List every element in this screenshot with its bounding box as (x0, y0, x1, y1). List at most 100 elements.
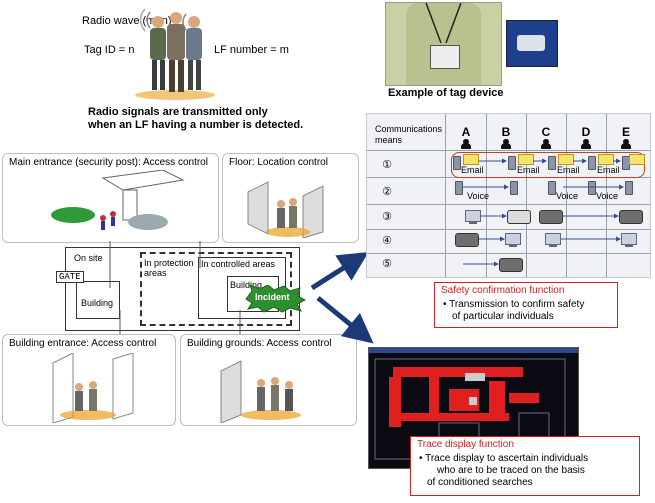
building-entrance-illustration (52, 353, 134, 423)
communications-table: Communications means A B C D E ① ② ③ ④ ⑤… (366, 113, 651, 278)
row-2: ② (382, 186, 392, 198)
building-left-label: Building (81, 298, 114, 308)
building-grounds-title: Building grounds: Access control (187, 338, 332, 349)
gate-text: GATE (59, 272, 81, 282)
tag-id-label: Tag ID = n (84, 44, 135, 56)
comm-header-line-2: means (375, 135, 403, 145)
row-5: ⑤ (382, 258, 392, 270)
email-icon (629, 154, 645, 165)
building-entrance-panel: Building entrance: Access control (2, 334, 176, 426)
trace-title: Trace display function (417, 439, 514, 450)
col-d: D (581, 125, 591, 139)
trace-line-1: • Trace display to ascertain individuals (419, 453, 589, 464)
comm-header: Communications means (375, 124, 442, 146)
row-3: ③ (382, 211, 392, 223)
building-left: Building (76, 281, 120, 319)
building-right-label: Building (230, 280, 263, 290)
fax-icon (455, 233, 479, 247)
email-icon (598, 154, 614, 165)
id-card (430, 45, 460, 69)
phone-icon (510, 181, 518, 195)
email-icon (558, 154, 574, 165)
safety-title: Safety confirmation function (441, 285, 565, 296)
incident-label: Incident (255, 292, 290, 302)
email-label-a: Email (461, 165, 484, 175)
window-titlebar (369, 348, 578, 353)
pc-icon (505, 233, 521, 247)
site-map: On site Building In protection areas In … (65, 247, 300, 331)
trace-line-3: of conditioned searches (427, 477, 533, 488)
trace-display-box: Trace display function • Trace display t… (410, 436, 640, 496)
voice-label-c: Voice (556, 191, 579, 201)
arrows (310, 251, 374, 344)
phone-icon (508, 156, 516, 170)
comm-header-line-1: Communications (375, 124, 443, 134)
floor-illustration (247, 181, 324, 238)
voice-label-d: Voice (596, 191, 619, 201)
protection-area: In protection areas In controlled areas … (140, 252, 292, 326)
tag-device-photo (506, 20, 558, 67)
phone-icon (588, 156, 596, 170)
building-entrance-title: Building entrance: Access control (9, 338, 157, 349)
printer-icon (507, 210, 531, 224)
email-icon (463, 154, 479, 165)
green-car-icon (51, 207, 95, 223)
lf-number-label: LF number = m (214, 44, 289, 56)
grey-car-icon (128, 214, 168, 230)
building-grounds-illustration (220, 360, 301, 423)
email-label-c: Email (557, 165, 580, 175)
tag-device-icon (517, 35, 545, 51)
phone-icon (548, 181, 556, 195)
in-controlled-label: In controlled areas (201, 259, 276, 269)
person-icon (541, 139, 551, 149)
building-grounds-panel: Building grounds: Access control (180, 334, 357, 426)
person-icon (461, 139, 471, 149)
table-arrows (463, 158, 624, 267)
incident-burst (245, 285, 306, 313)
voice-label-a: Voice (467, 191, 490, 201)
caption-line-1: Radio signals are transmitted only (88, 106, 268, 118)
gate-label: GATE (56, 271, 84, 283)
phone-icon (548, 156, 556, 170)
safety-line-2: of particular individuals (452, 311, 554, 322)
on-site-label: On site (74, 253, 103, 263)
in-protection-line-2: areas (144, 268, 167, 278)
phone-icon (625, 181, 633, 195)
person-icon (621, 139, 631, 149)
person-icon (501, 139, 511, 149)
col-b: B (501, 125, 511, 139)
safety-confirmation-box: Safety confirmation function • Transmiss… (434, 282, 618, 328)
radio-wave-icon (139, 8, 187, 32)
fax-icon (619, 210, 643, 224)
col-c: C (541, 125, 551, 139)
shirt-shape (406, 3, 481, 85)
row-1: ① (382, 159, 392, 171)
col-e: E (621, 125, 630, 139)
main-entrance-illustration (51, 170, 185, 230)
phone-icon (455, 181, 463, 195)
phone-icon (588, 181, 596, 195)
email-icon (518, 154, 534, 165)
email-label-b: Email (517, 165, 540, 175)
fax-icon (499, 258, 523, 272)
pc-icon (465, 210, 481, 224)
person-icon (581, 139, 591, 149)
tag-example-caption: Example of tag device (388, 87, 504, 99)
col-a: A (461, 125, 471, 139)
main-entrance-panel: Main entrance (security post): Access co… (2, 153, 219, 243)
arrow-to-safety (310, 251, 369, 291)
arrow-to-trace (316, 296, 374, 344)
row-4: ④ (382, 235, 392, 247)
in-protection-label: In protection areas (144, 258, 194, 278)
lanyard-icon (425, 3, 462, 44)
fax-icon (539, 210, 563, 224)
walking-people-illustration (135, 8, 215, 100)
email-row-highlight (451, 152, 645, 178)
tag-photo (385, 2, 502, 86)
trace-text: • Trace display to ascertain individuals… (419, 453, 588, 489)
caption-line-2: when an LF having a number is detected. (88, 119, 304, 131)
in-protection-line-1: In protection (144, 258, 194, 268)
floor-panel: Floor: Location control (222, 153, 359, 243)
pc-icon (621, 233, 637, 247)
safety-line-1: • Transmission to confirm safety (443, 299, 585, 310)
